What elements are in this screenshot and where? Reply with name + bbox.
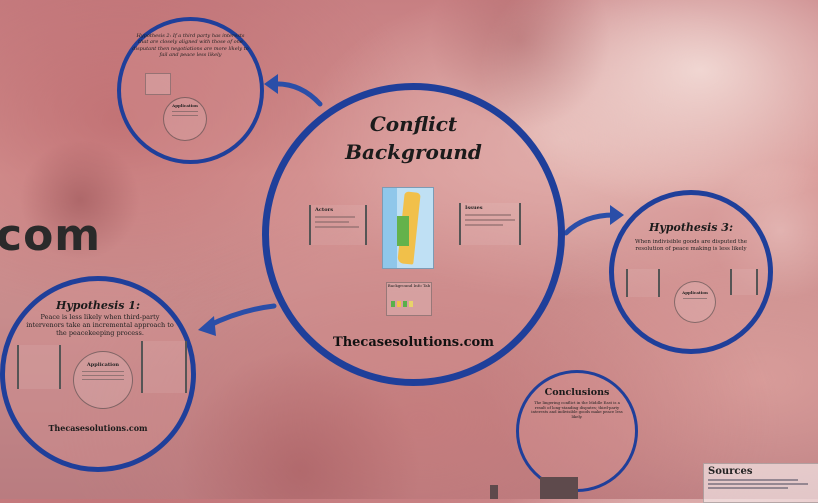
background-info-panel[interactable]: Background Info Tab xyxy=(386,282,432,316)
background-text: com xyxy=(0,210,102,261)
hypothesis1-application-circle[interactable]: Application xyxy=(73,351,133,409)
building-silhouette xyxy=(540,477,578,499)
sources-title: Sources xyxy=(708,466,753,477)
text-line xyxy=(172,115,198,116)
text-line xyxy=(315,216,355,218)
building-silhouette xyxy=(490,485,498,499)
application-label: Application xyxy=(682,290,708,295)
hypothesis2-left-panel xyxy=(145,73,171,95)
main-title-line2: Background xyxy=(345,140,482,164)
arrow-to-hypothesis1 xyxy=(198,303,277,336)
text-line xyxy=(465,214,511,216)
region-map-image[interactable] xyxy=(382,187,434,269)
conclusions-text: The lingering conflict in the Middle Eas… xyxy=(531,400,623,420)
hypothesis3-text: When indivisible goods are disputed the … xyxy=(634,239,748,252)
text-line xyxy=(465,224,503,226)
text-line xyxy=(315,221,349,223)
arrow-to-hypothesis3 xyxy=(563,205,624,236)
text-line xyxy=(82,375,124,376)
hypothesis2-application-circle[interactable]: Application xyxy=(163,97,207,141)
territory-area xyxy=(397,216,409,246)
conclusions-title: Conclusions xyxy=(544,387,610,398)
hypothesis3-application-circle[interactable]: Application xyxy=(674,281,716,323)
issues-panel[interactable]: Issues xyxy=(459,203,521,245)
main-title-line1: Conflict xyxy=(369,112,458,136)
hypothesis3-title: Hypothesis 3: xyxy=(649,221,733,234)
text-line xyxy=(172,111,198,112)
application-label: Application xyxy=(86,362,120,368)
text-line xyxy=(683,298,707,299)
hypothesis3-left-panel xyxy=(626,269,660,297)
arrow-to-top-circle xyxy=(264,74,323,107)
conflict-background-circle[interactable]: Conflict Background Actors Issues Backgr… xyxy=(262,83,565,386)
issues-heading: Issues xyxy=(465,205,483,211)
color-strip xyxy=(391,301,413,307)
text-line xyxy=(708,483,808,485)
application-label: Application xyxy=(172,103,198,108)
actors-panel[interactable]: Actors xyxy=(309,205,367,245)
actors-heading: Actors xyxy=(315,207,334,213)
sea-area xyxy=(383,188,397,268)
text-line xyxy=(315,226,359,228)
text-line xyxy=(708,479,798,481)
hypothesis1-footer: Thecasesolutions.com xyxy=(48,423,148,433)
background-info-heading: Background Info Tab xyxy=(387,283,431,288)
text-line xyxy=(82,371,124,372)
hypothesis2-circle[interactable]: Hypothesis 2: If a third party has inter… xyxy=(117,17,264,164)
hypothesis3-circle[interactable]: Hypothesis 3: When indivisible goods are… xyxy=(609,190,773,354)
text-line xyxy=(82,379,124,380)
hypothesis1-text: Peace is less likely when third-party in… xyxy=(26,313,174,338)
hypothesis1-title: Hypothesis 1: xyxy=(56,299,140,312)
text-line xyxy=(708,487,788,489)
sources-panel[interactable]: Sources xyxy=(703,463,818,503)
conclusions-circle[interactable]: Conclusions The lingering conflict in th… xyxy=(516,370,638,492)
hypothesis2-text: Hypothesis 2: If a third party has inter… xyxy=(132,33,249,58)
main-title: Conflict Background xyxy=(269,110,558,166)
hypothesis3-right-panel xyxy=(730,269,758,295)
text-line xyxy=(465,219,515,221)
hypothesis1-left-panel xyxy=(17,345,61,389)
main-footer: Thecasesolutions.com xyxy=(333,335,494,350)
hypothesis1-right-panel xyxy=(141,341,187,393)
hypothesis1-circle[interactable]: Hypothesis 1: Peace is less likely when … xyxy=(0,276,196,472)
